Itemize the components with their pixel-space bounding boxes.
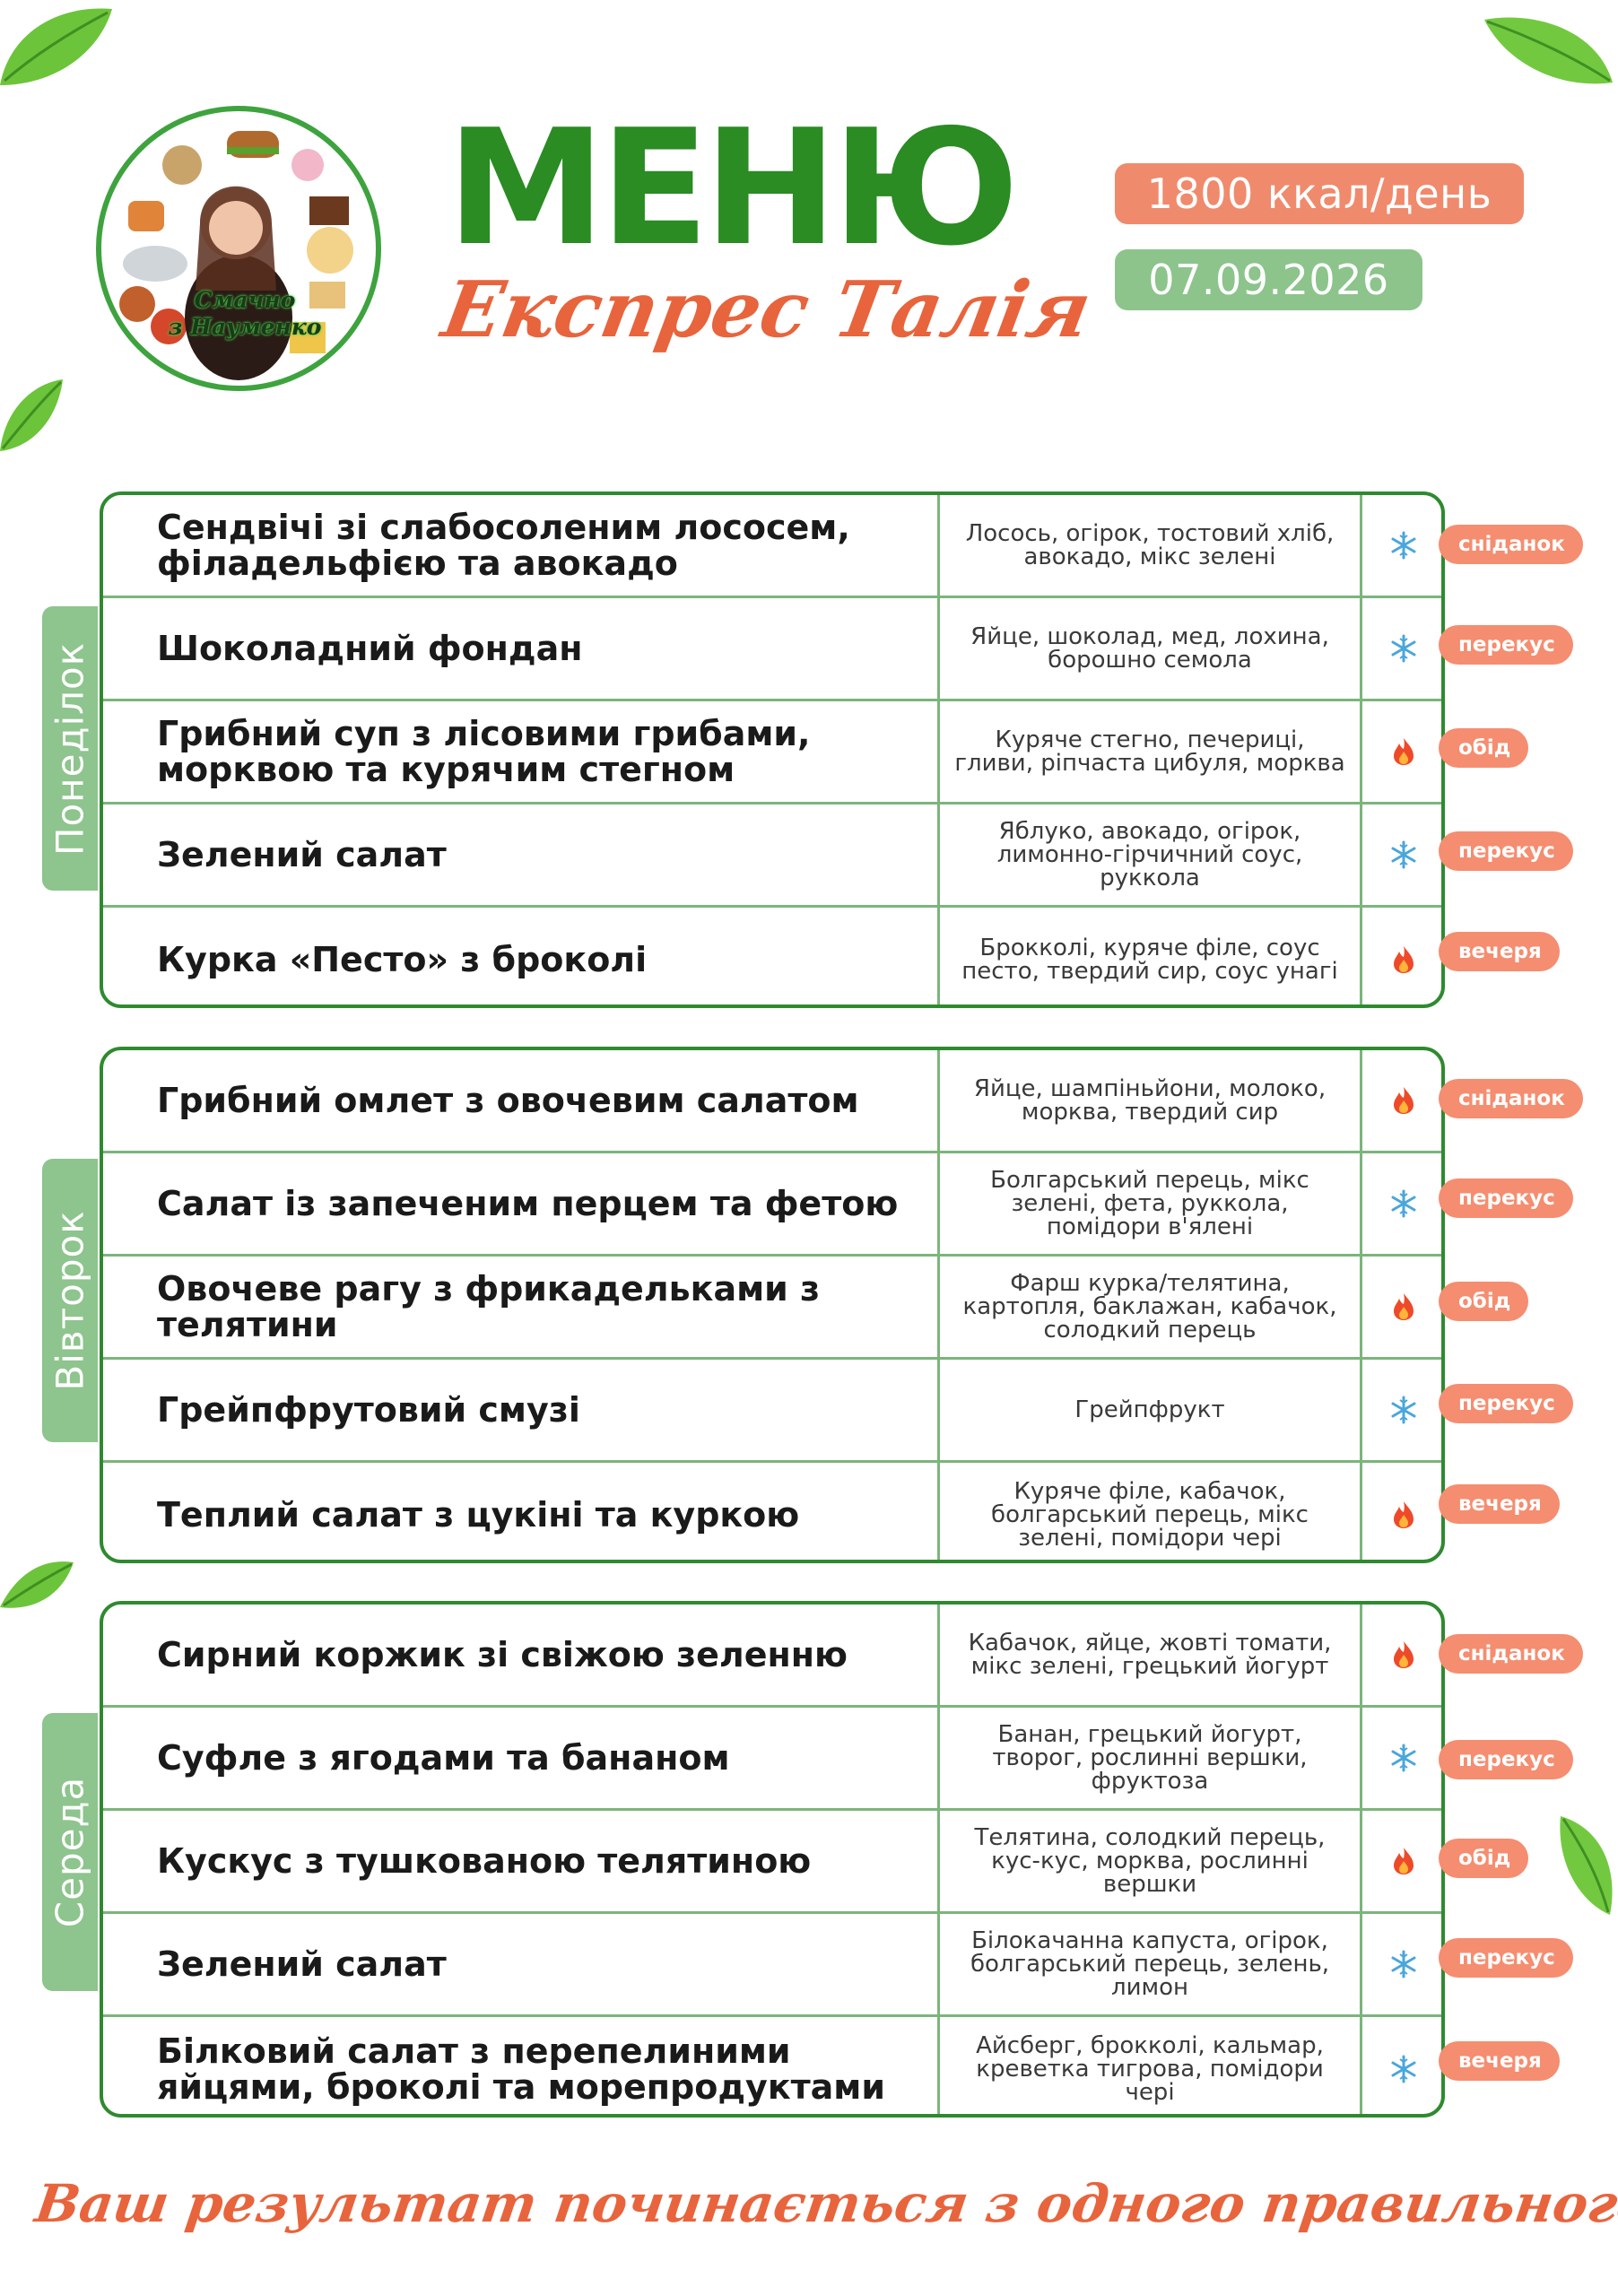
dish-name: Овочеве рагу з фрикадельками з телятини xyxy=(157,1269,821,1344)
meal-tag: сніданок xyxy=(1439,1079,1583,1118)
dish-ingredients: Банан, грецький йогурт, творог, рослинні… xyxy=(937,1708,1362,1808)
dish-name: Кускус з тушкованою телятиною xyxy=(157,1841,812,1881)
day-label: Вівторок xyxy=(48,1210,92,1391)
logo-text-line1: Смачно xyxy=(194,287,296,313)
fire-icon xyxy=(1394,1641,1414,1668)
meal-tag: обід xyxy=(1439,1282,1529,1321)
brand-logo: Смачно з Науменко xyxy=(96,106,381,391)
menu-table: Грибний омлет з овочевим салатом Яйце, ш… xyxy=(100,1047,1445,1563)
table-row: Грибний суп з лісовими грибами, морквою … xyxy=(103,701,1441,804)
page-title: МЕНЮ xyxy=(447,95,1020,281)
leaf-decoration xyxy=(0,8,112,85)
logo-text-line2: з Науменко xyxy=(168,314,322,340)
dish-name: Грибний суп з лісовими грибами, морквою … xyxy=(157,714,811,789)
day-label-tab: Понеділок xyxy=(42,606,98,891)
table-row: Сирний коржик зі свіжою зеленню Кабачок,… xyxy=(103,1605,1441,1708)
meal-tag: сніданок xyxy=(1439,525,1583,564)
meal-tag: перекус xyxy=(1439,625,1573,665)
table-row: Теплий салат з цукіні та куркою Куряче ф… xyxy=(103,1463,1441,1560)
table-row: Кускус з тушкованою телятиною Телятина, … xyxy=(103,1811,1441,1914)
table-row: Овочеве рагу з фрикадельками з телятини … xyxy=(103,1257,1441,1360)
dish-name: Сирний коржик зі свіжою зеленню xyxy=(157,1635,848,1674)
dish-ingredients: Куряче стегно, печериці, гливи, ріпчаста… xyxy=(937,701,1362,802)
meal-tag: перекус xyxy=(1439,1384,1573,1423)
table-row: Зелений салат Білокачанна капуста, огіро… xyxy=(103,1914,1441,2017)
meal-tag: обід xyxy=(1439,728,1529,768)
meal-tag: обід xyxy=(1439,1839,1529,1878)
dish-name: Суфле з ягодами та бананом xyxy=(157,1738,730,1778)
logo-text: Смачно з Науменко xyxy=(155,287,335,341)
leaf-decoration xyxy=(0,1561,74,1608)
table-row: Грейпфрутовий смузі Грейпфрукт xyxy=(103,1360,1441,1463)
snowflake-icon xyxy=(1391,1189,1416,1218)
dish-ingredients: Фарш курка/телятина, картопля, баклажан,… xyxy=(937,1257,1362,1357)
dish-ingredients: Лосось, огірок, тостовий хліб, авокадо, … xyxy=(937,495,1362,596)
meal-tag: перекус xyxy=(1439,1938,1573,1978)
fire-icon xyxy=(1394,1848,1414,1874)
meal-tag: перекус xyxy=(1439,1740,1573,1779)
dish-name: Салат із запеченим перцем та фетою xyxy=(157,1184,899,1223)
date-badge: 07.09.2026 xyxy=(1115,249,1422,310)
table-row: Шоколадний фондан Яйце, шоколад, мед, ло… xyxy=(103,598,1441,701)
snowflake-icon xyxy=(1391,1950,1416,1979)
fire-icon xyxy=(1394,945,1414,973)
menu-subtitle: Експрес Талія xyxy=(436,265,1098,355)
day-label-tab: Вівторок xyxy=(42,1159,98,1442)
dish-ingredients: Грейпфрукт xyxy=(937,1360,1362,1460)
dish-ingredients: Яйце, шампіньйони, молоко, морква, тверд… xyxy=(937,1050,1362,1151)
dish-name: Сендвічі зі слабосоленим лососем, філаде… xyxy=(157,508,850,583)
dish-ingredients: Яйце, шоколад, мед, лохина, борошно семо… xyxy=(937,598,1362,699)
table-row: Салат із запеченим перцем та фетою Болга… xyxy=(103,1153,1441,1257)
table-row: Зелений салат Яблуко, авокадо, огірок, л… xyxy=(103,804,1441,908)
snowflake-icon xyxy=(1391,1744,1416,1772)
dish-ingredients: Куряче філе, кабачок, болгарський перець… xyxy=(937,1463,1362,1560)
snowflake-icon xyxy=(1391,1396,1416,1424)
fire-icon xyxy=(1394,1500,1414,1528)
snowflake-icon xyxy=(1391,531,1416,560)
leaf-decoration xyxy=(0,379,63,451)
dish-ingredients: Брокколі, куряче філе, соус песто, тверд… xyxy=(937,908,1362,1004)
dish-name: Зелений салат xyxy=(157,1944,447,1984)
meal-tag: вечеря xyxy=(1439,2041,1560,2081)
calories-badge: 1800 ккал/день xyxy=(1115,163,1524,224)
leaf-decoration xyxy=(1484,17,1613,84)
meal-tag: перекус xyxy=(1439,831,1573,871)
day-label-tab: Середа xyxy=(42,1713,98,1991)
meal-tag: перекус xyxy=(1439,1178,1573,1218)
food-collage-illustration xyxy=(119,131,353,380)
dish-name: Шоколадний фондан xyxy=(157,629,583,668)
meal-tag: сніданок xyxy=(1439,1634,1583,1674)
fire-icon xyxy=(1394,738,1414,765)
meal-tag: вечеря xyxy=(1439,1484,1560,1524)
dish-ingredients: Айсберг, брокколі, кальмар, креветка тиг… xyxy=(937,2017,1362,2114)
menu-table: Сирний коржик зі свіжою зеленню Кабачок,… xyxy=(100,1601,1445,2118)
snowflake-icon xyxy=(1391,634,1416,663)
footer-slogan: Ваш результат починається з одного прави… xyxy=(31,2173,1618,2234)
table-row: Суфле з ягодами та бананом Банан, грецьк… xyxy=(103,1708,1441,1811)
dish-name: Теплий салат з цукіні та куркою xyxy=(157,1494,800,1535)
fire-icon xyxy=(1394,1293,1414,1320)
dish-name: Грейпфрутовий смузі xyxy=(157,1390,580,1430)
menu-table: Сендвічі зі слабосоленим лососем, філаде… xyxy=(100,491,1445,1008)
day-label: Понеділок xyxy=(48,641,92,856)
dish-ingredients: Телятина, солодкий перець, кус-кус, морк… xyxy=(937,1811,1362,1911)
dish-name: Грибний омлет з овочевим салатом xyxy=(157,1081,859,1120)
dish-name: Зелений салат xyxy=(157,835,447,874)
leaf-decoration xyxy=(1560,1816,1613,1915)
dish-ingredients: Кабачок, яйце, жовті томати, мікс зелені… xyxy=(937,1605,1362,1705)
snowflake-icon xyxy=(1391,2055,1416,2083)
table-row: Курка «Песто» з броколі Брокколі, куряче… xyxy=(103,908,1441,1004)
dish-ingredients: Білокачанна капуста, огірок, болгарський… xyxy=(937,1914,1362,2014)
table-row: Сендвічі зі слабосоленим лососем, філаде… xyxy=(103,495,1441,598)
dish-ingredients: Болгарський перець, мікс зелені, фета, р… xyxy=(937,1153,1362,1254)
dish-ingredients: Яблуко, авокадо, огірок, лимонно-гірчичн… xyxy=(937,804,1362,905)
snowflake-icon xyxy=(1391,840,1416,869)
dish-name: Курка «Песто» з броколі xyxy=(157,939,648,979)
meal-tag: вечеря xyxy=(1439,932,1560,971)
day-label: Середа xyxy=(48,1776,92,1928)
fire-icon xyxy=(1394,1087,1414,1114)
table-row: Білковий салат з перепелиними яйцями, бр… xyxy=(103,2017,1441,2114)
table-row: Грибний омлет з овочевим салатом Яйце, ш… xyxy=(103,1050,1441,1153)
dish-name: Білковий салат з перепелиними яйцями, бр… xyxy=(157,2031,885,2107)
